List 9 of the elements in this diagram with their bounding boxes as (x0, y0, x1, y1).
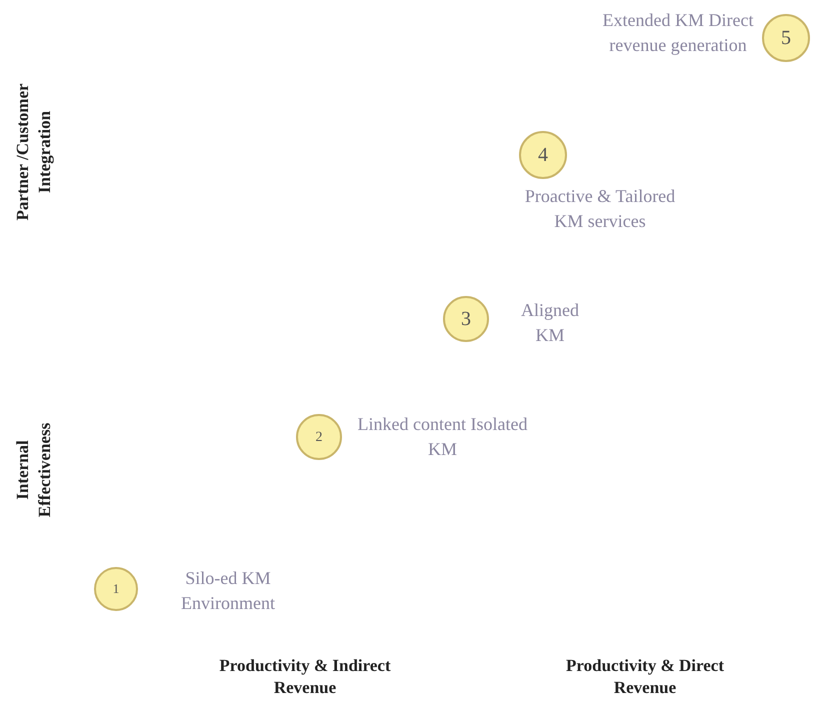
stage-description: Extended KM Direct revenue generation (602, 9, 754, 57)
stage-description: Aligned KM (520, 299, 580, 347)
stage-description: Silo-ed KM Environment (180, 567, 276, 615)
axis-label: Partner /Customer Integration (12, 82, 55, 223)
stage-description: Proactive & Tailored KM services (524, 185, 676, 233)
stage-description: Linked content Isolated KM (356, 413, 528, 461)
axis-label: Internal Effectiveness (12, 422, 55, 520)
axis-label: Productivity & Direct Revenue (565, 655, 725, 699)
axis-label: Productivity & Indirect Revenue (218, 655, 392, 699)
